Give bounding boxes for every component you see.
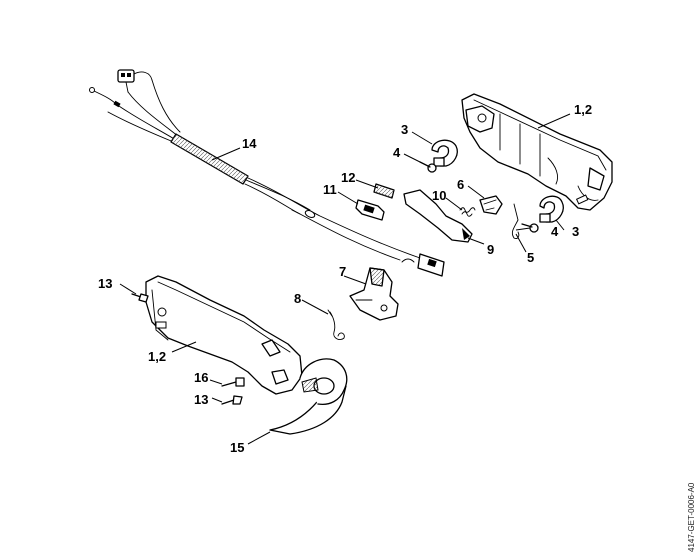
part-1-2-handle-half-lower: [145, 275, 303, 395]
callout-10: 10: [432, 188, 446, 203]
document-id: 4147-GET-0006-A0: [687, 482, 696, 552]
part-4-screw-right: [521, 223, 539, 233]
callout-9: 9: [487, 242, 494, 257]
part-12-insert: [373, 183, 395, 199]
callout-6: 6: [457, 177, 464, 192]
part-9-throttle-trigger: [403, 189, 473, 243]
leader-lines: [119, 113, 571, 445]
callout-5: 5: [527, 250, 534, 265]
part-7-bracket: [349, 267, 399, 321]
part-8-spring: [327, 309, 345, 341]
part-1-2-handle-half-upper: [461, 93, 613, 211]
callout-14: 14: [242, 136, 257, 151]
callout-labels: 14 1,2 3 4 12 11 10 6 3 4 9 5 7 8 13 1,2…: [98, 102, 592, 455]
callout-1-2-lower: 1,2: [148, 349, 166, 364]
harness-plug-connector: [117, 69, 153, 93]
harness-end-connector: [401, 253, 445, 277]
part-13-screw-bottom: [221, 395, 243, 405]
part-14-wiring-harness: [89, 69, 445, 277]
part-10-spring: [459, 207, 476, 217]
part-3-clamp-right: [539, 195, 564, 223]
part-3-clamp-top: [431, 139, 458, 167]
callout-3-top: 3: [401, 122, 408, 137]
part-6-lockout-lever: [479, 195, 503, 215]
part-16-screw: [221, 377, 245, 387]
part-11-switch: [355, 199, 385, 221]
callout-4-top: 4: [393, 145, 401, 160]
callout-8: 8: [294, 291, 301, 306]
callout-13-top: 13: [98, 276, 112, 291]
part-13-screw-top: [131, 293, 149, 303]
callout-15: 15: [230, 440, 244, 455]
callout-11: 11: [323, 182, 337, 197]
part-5-torsion-spring: [511, 203, 520, 239]
part-4-screw-top: [419, 161, 437, 173]
callout-4-right: 4: [551, 224, 559, 239]
part-15-cover: [269, 358, 348, 435]
callout-1-2-upper: 1,2: [574, 102, 592, 117]
callout-16: 16: [194, 370, 208, 385]
callout-13-bottom: 13: [194, 392, 208, 407]
callout-3-right: 3: [572, 224, 579, 239]
callout-7: 7: [339, 264, 346, 279]
callout-12: 12: [341, 170, 355, 185]
